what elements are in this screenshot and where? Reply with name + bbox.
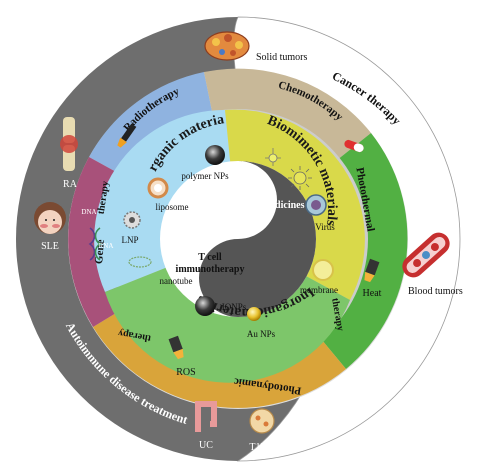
pill-icon (344, 139, 364, 153)
face-icon (34, 202, 66, 234)
blood-tumors-label: Blood tumors (408, 286, 463, 297)
virus-label: Virus (315, 222, 335, 232)
uc-label: UC (199, 440, 213, 451)
pancreas-icon (249, 408, 275, 434)
gene-label-group: Gene (93, 239, 107, 264)
center-dark-half (199, 161, 316, 317)
ros-label: ROS (176, 367, 195, 378)
nanotube-label: nanotube (160, 276, 193, 286)
ionps-label: IONPs (222, 302, 247, 312)
solid-tumors-label: Solid tumors (256, 52, 308, 63)
gene-label: Gene (93, 239, 107, 264)
ra-label: RA (63, 179, 78, 190)
lnp-label: LNP (121, 235, 138, 245)
t1dm-label: T1DM (249, 442, 276, 453)
sle-label: SLE (41, 241, 59, 252)
rna-label: RNA (99, 242, 114, 250)
heat-label: Heat (363, 288, 382, 299)
center-bottom-label-1: T cell (198, 252, 222, 263)
solid-tumor-icon (204, 31, 250, 61)
radiation-source-icon (117, 123, 137, 148)
center-top-label: Nanomedicines (240, 200, 305, 211)
center-bottom-label-2: immunotherapy (176, 264, 245, 275)
gene-label-2: therapy (96, 180, 112, 215)
au-nps-icon (247, 307, 261, 321)
dna-label: DNA (81, 208, 96, 216)
ionps-icon (195, 296, 215, 316)
blood-vessel-icon (402, 232, 450, 278)
nanotube-icon (128, 256, 152, 268)
virus-icon-spiky (288, 166, 312, 190)
membrane-icon (312, 259, 334, 281)
colon-icon (195, 401, 217, 432)
membrane-label: membrane (300, 285, 338, 295)
virus-icon (305, 194, 327, 216)
au-nps-label: Au NPs (247, 329, 276, 339)
polymer-np-icon (205, 145, 225, 165)
polymer-label: polymer NPs (181, 171, 229, 181)
dna-icon (88, 227, 102, 261)
lnp-icon (123, 211, 141, 229)
joint-icon (60, 117, 78, 171)
laser-icon (168, 335, 184, 360)
liposome-label: liposome (156, 202, 189, 212)
liposome-icon (147, 177, 169, 199)
gene-label-2-group: therapy (96, 180, 112, 215)
heat-lamp-icon (364, 258, 380, 283)
virus-icon-small (265, 148, 281, 166)
